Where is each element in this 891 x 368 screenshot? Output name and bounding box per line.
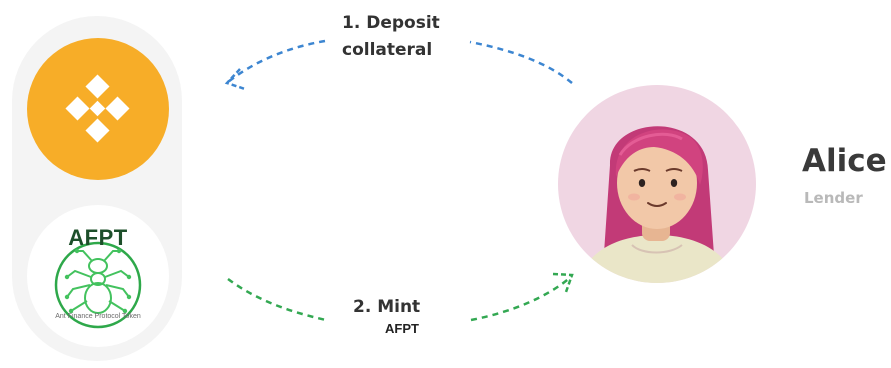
deposit-arrow (224, 39, 573, 91)
arrowhead-right-icon (552, 272, 574, 293)
user-name: Alice (802, 143, 887, 179)
mint-arrow (227, 272, 574, 322)
collateral-token (27, 38, 169, 180)
user-role: Lender (804, 189, 863, 207)
mint-step-token: AFPT (385, 321, 419, 336)
deposit-step-label: 1. Deposit collateral (342, 10, 440, 64)
afpt-logo-subtitle: Ant Finance Protocol Token (55, 313, 141, 320)
bnb-logo-icon (65, 74, 130, 143)
user-avatar (558, 85, 756, 283)
arrowhead-left-icon (224, 68, 246, 91)
minted-token: AFPT Ant Finance Protocol Token (27, 205, 169, 347)
afpt-logo-title: AFPT (68, 225, 128, 250)
deposit-step-detail: collateral (342, 40, 433, 60)
afpt-ant-logo-icon (54, 241, 142, 329)
deposit-step-title: 1. Deposit (342, 13, 440, 33)
user-avatar-icon (578, 126, 736, 283)
mint-step-title: 2. Mint (353, 297, 421, 317)
